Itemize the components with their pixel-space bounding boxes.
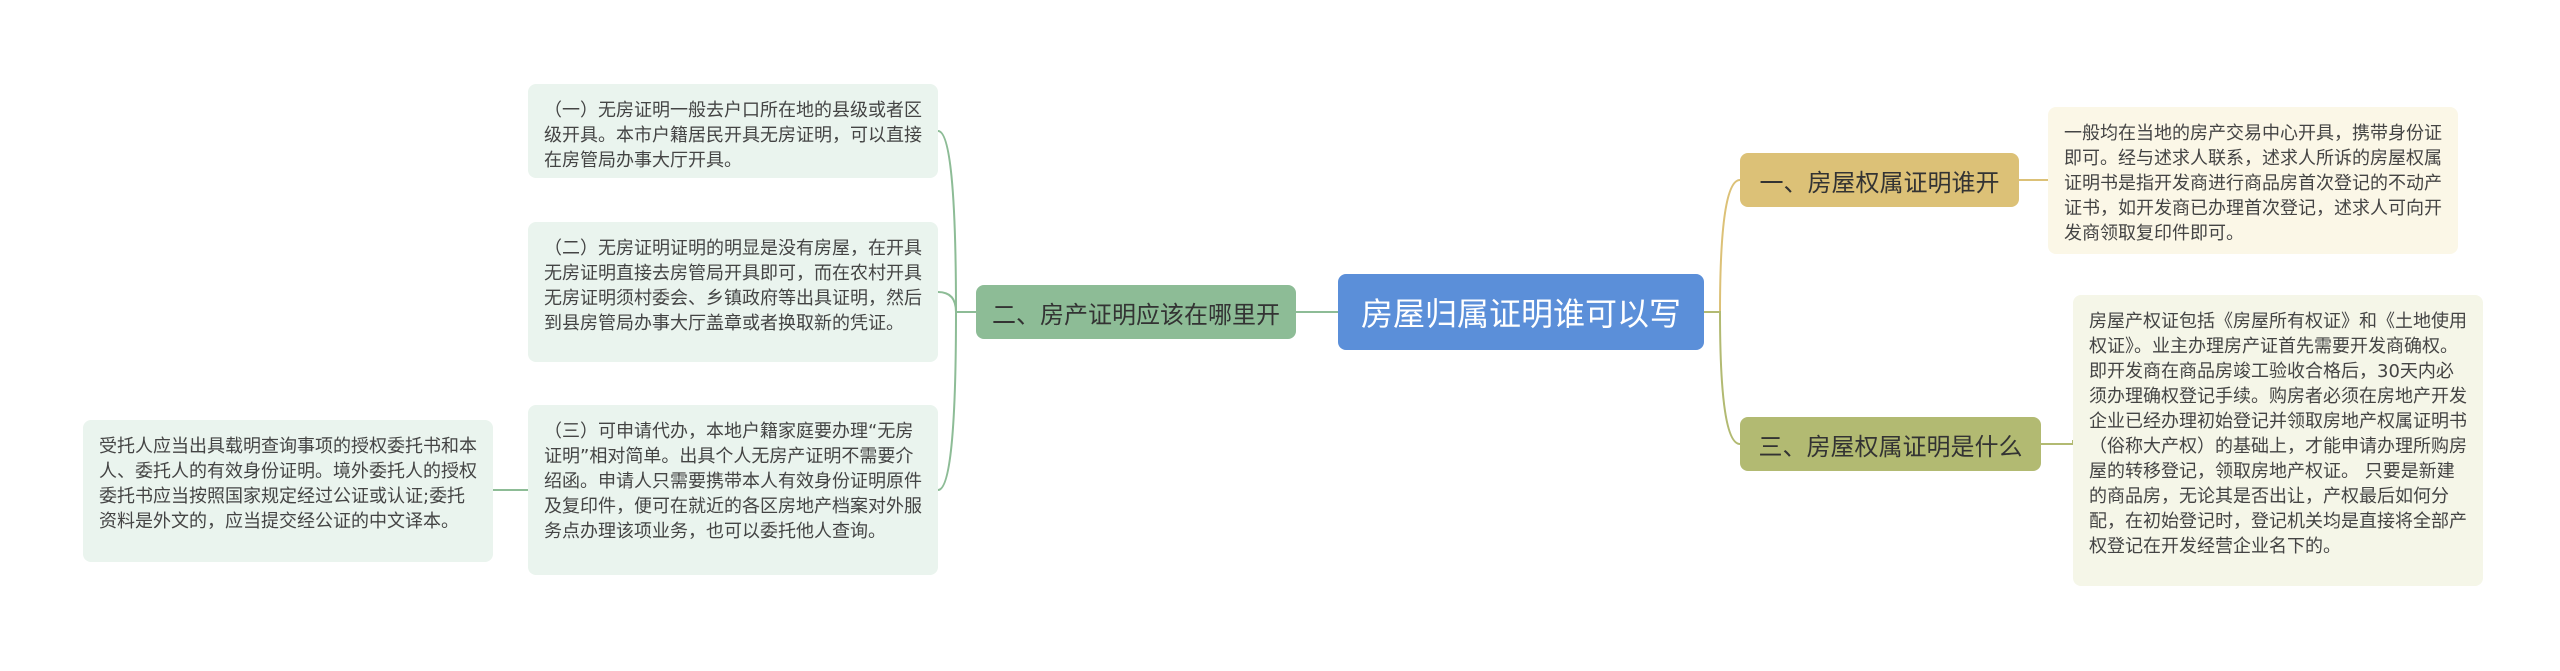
leaf-where-item-3[interactable]: （三）可申请代办，本地户籍家庭要办理“无房证明”相对简单。出具个人无房产证明不需…: [528, 405, 938, 575]
edge-b2-to-item1: [937, 130, 976, 313]
edge-b3-to-note: [2041, 440, 2074, 445]
leaf-what-is-it-note[interactable]: 房屋产权证包括《房屋所有权证》和《土地使用权证》。业主办理房产证首先需要开发商确…: [2073, 295, 2483, 586]
leaf-who-issues-note[interactable]: 一般均在当地的房产交易中心开具，携带身份证即可。经与述求人联系，述求人所诉的房屋…: [2048, 107, 2458, 254]
edge-b2-to-item3: [937, 311, 976, 491]
root-node[interactable]: 房屋归属证明谁可以写: [1338, 274, 1704, 350]
edge-root-to-b3: [1704, 311, 1741, 445]
branch-label: 一、房屋权属证明谁开: [1759, 168, 2000, 197]
branch-who-issues[interactable]: 一、房屋权属证明谁开: [1740, 153, 2019, 207]
root-label: 房屋归属证明谁可以写: [1360, 295, 1681, 333]
leaf-where-item-2[interactable]: （二）无房证明证明的明显是没有房屋，在开具无房证明直接去房管局开具即可，而在农村…: [528, 222, 938, 362]
leaf-where-item-1[interactable]: （一）无房证明一般去户口所在地的县级或者区级开具。本市户籍居民开具无房证明，可以…: [528, 84, 938, 178]
branch-what-is-it[interactable]: 三、房屋权属证明是什么: [1740, 417, 2041, 471]
edge-b2-to-item2: [937, 291, 976, 313]
branch-label: 二、房产证明应该在哪里开: [992, 300, 1280, 329]
edge-root-to-b1: [1704, 179, 1741, 313]
leaf-where-item-3-note[interactable]: 受托人应当出具载明查询事项的授权委托书和本人、委托人的有效身份证明。境外委托人的…: [83, 420, 493, 562]
branch-label: 三、房屋权属证明是什么: [1758, 432, 2023, 461]
branch-where-to-issue[interactable]: 二、房产证明应该在哪里开: [976, 285, 1296, 339]
